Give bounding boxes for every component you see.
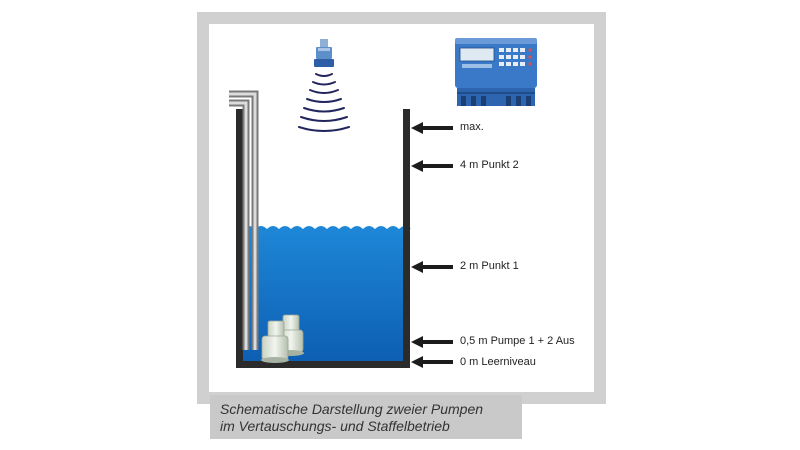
level-arrow-pump-off [411,336,453,348]
level-label-empty: 0 m Leerniveau [460,356,536,368]
level-label-max: max. [460,121,484,133]
level-label-point-1: 2 m Punkt 1 [460,260,519,272]
level-arrows [411,122,453,368]
discharge-pipes [229,90,259,350]
level-arrow-point-2 [411,160,453,172]
caption-line-1: Schematische Darstellung zweier Pumpen [220,401,484,417]
ultrasonic-sensor-icon [314,39,334,67]
level-arrow-point-1 [411,261,453,273]
level-label-point-2: 4 m Punkt 2 [460,159,519,171]
caption-line-2: im Vertauschungs- und Staffelbetrieb [220,418,450,434]
controller-unit-icon [455,38,537,106]
tank-walls [236,109,410,368]
level-arrow-empty [411,356,453,368]
level-arrow-max [411,122,453,134]
caption-box [210,395,522,439]
sensor-waves [298,73,350,132]
pump-icon [261,314,304,363]
level-label-pump-off: 0,5 m Pumpe 1 + 2 Aus [460,335,575,347]
